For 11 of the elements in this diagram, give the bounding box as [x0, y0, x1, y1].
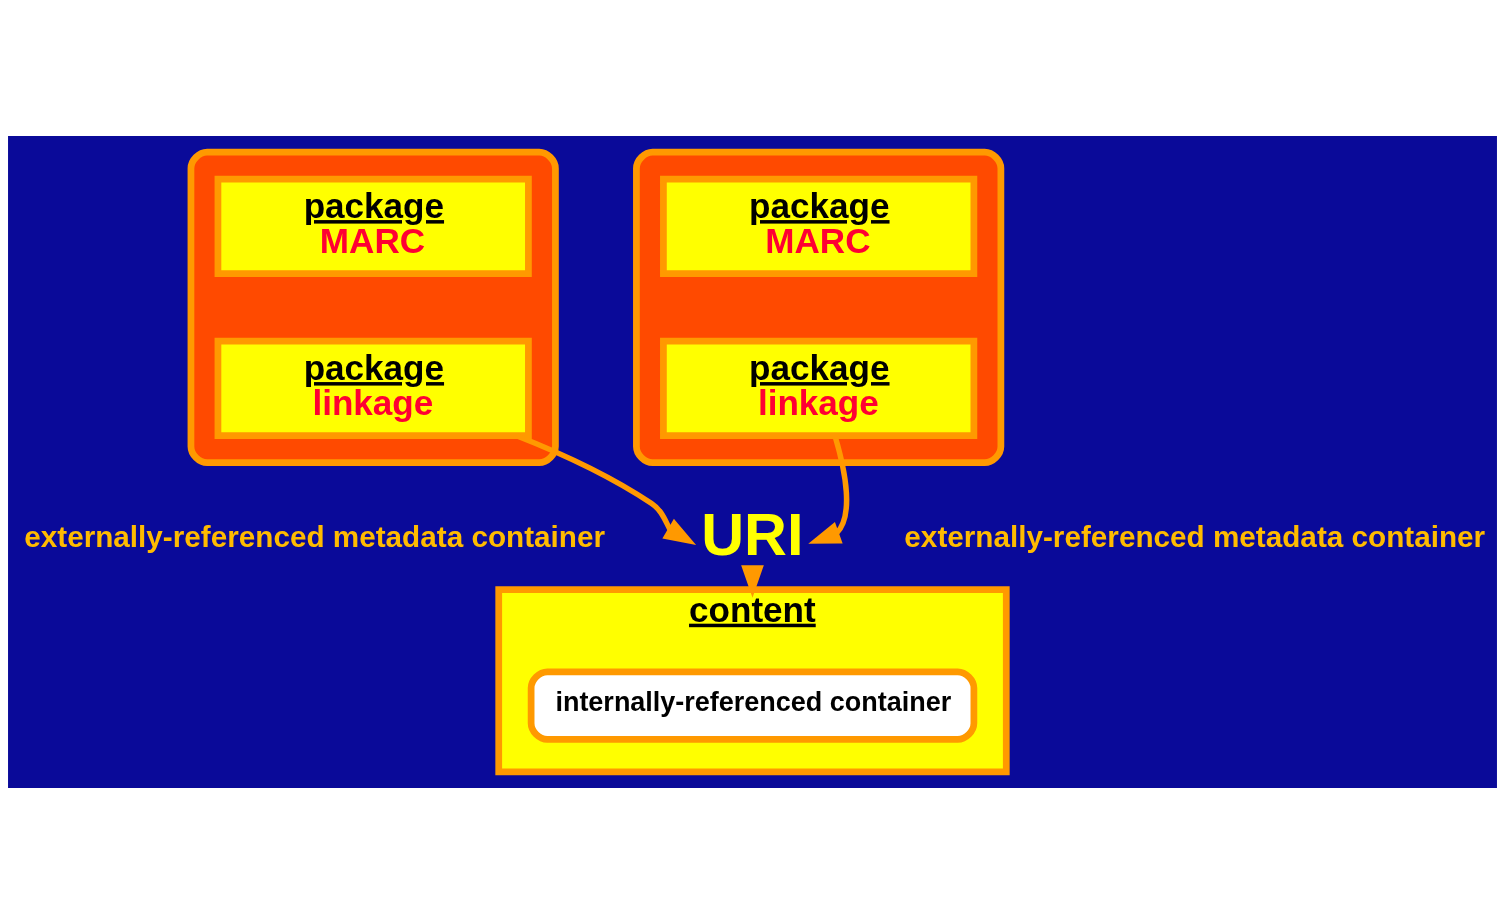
- cluster: [633, 148, 1005, 466]
- node-box: package MARC: [214, 175, 532, 277]
- node-box: package linkage: [214, 337, 532, 439]
- node-box: package MARC: [660, 175, 978, 277]
- node-label: externally-referenced metadata container: [904, 519, 1486, 553]
- cluster: [187, 148, 559, 466]
- node-text: URI: [701, 500, 804, 568]
- arrow: [741, 564, 764, 598]
- node-box: internally-referenced container: [527, 668, 978, 743]
- node-box: package linkage: [660, 337, 978, 439]
- node-label: externally-referenced metadata container: [24, 519, 606, 553]
